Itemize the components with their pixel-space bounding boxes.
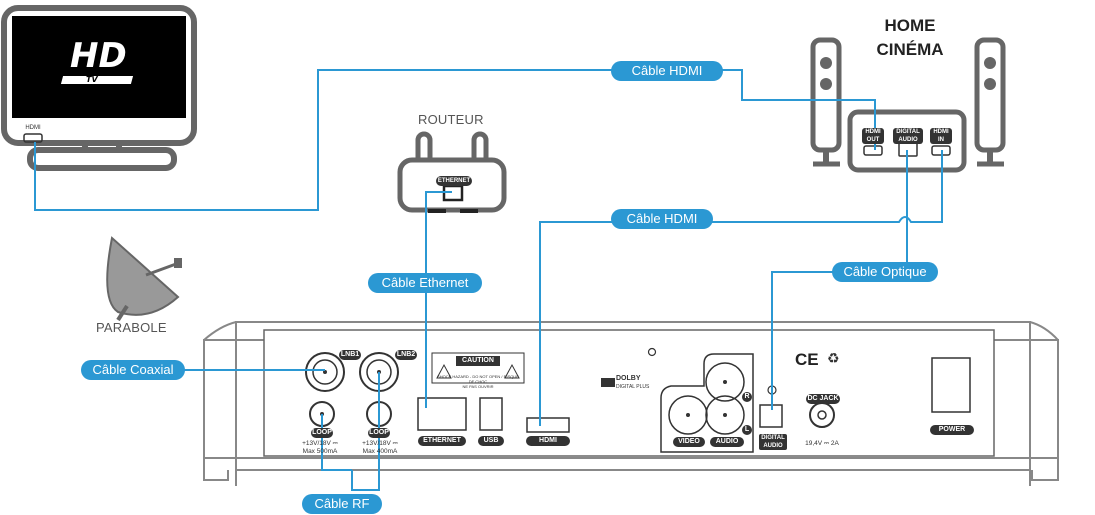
cable-label-optique: Câble Optique [832, 262, 938, 282]
hdmi-top-cable [34, 69, 876, 211]
loop1-label: LOOP [311, 428, 333, 438]
right-speaker [974, 37, 1006, 167]
ethernet-cable [425, 191, 452, 408]
lnb1-label: LNB1 [339, 350, 361, 360]
usb-port-label: USB [478, 436, 504, 446]
hd-logo-sub: TV [86, 75, 98, 84]
receiver-connectors [305, 347, 971, 453]
tv-hdmi-port-label: HDMI [25, 125, 41, 131]
video-label: VIDEO [673, 437, 705, 447]
audio-l-label: L [742, 425, 752, 435]
dish-illustration [106, 236, 182, 322]
ethernet-port-label: ETHERNET [418, 436, 466, 446]
cable-label-ethernet: Câble Ethernet [368, 273, 482, 293]
dc-spec: 19,4V ⎓ 2A [805, 440, 839, 447]
home-cinema-title: HOME CINÉMA [860, 14, 960, 62]
caution-text: SHOCK HAZARD - DO NOT OPEN / RISQUE DE C… [437, 374, 519, 389]
router-ethernet-port-label: ETHERNET [436, 176, 472, 186]
cable-label-hdmi-top: Câble HDMI [611, 61, 723, 81]
loop1-spec: +13V/18V ⎓Max 500mA [302, 440, 338, 455]
loop2-label: LOOP [368, 428, 390, 438]
lnb2-label: LNB2 [395, 350, 417, 360]
tv-illustration [1, 5, 197, 171]
dc-jack-label: DC JACK [806, 394, 840, 404]
dish-label: PARABOLE [96, 320, 167, 335]
cable-label-hdmi-mid: Câble HDMI [611, 209, 713, 229]
home-cinema-title-line1: HOME [884, 16, 936, 35]
hdmi-mid-cable [539, 150, 943, 426]
hd-logo: HD [70, 36, 127, 76]
router-illustration [397, 131, 507, 213]
power-label: POWER [930, 425, 974, 435]
ce-mark: CE [795, 350, 819, 369]
home-cinema-title-line2: CINÉMA [876, 40, 944, 59]
caution-label: CAUTION [456, 356, 500, 366]
receiver-outline [203, 321, 1059, 486]
router-label: ROUTEUR [418, 112, 484, 127]
weee-icon: ♻ [827, 350, 840, 366]
cable-label-coaxial: Câble Coaxial [81, 360, 185, 380]
audio-r-label: R [742, 392, 752, 402]
cable-label-rf: Câble RF [302, 494, 382, 514]
hdmi-port-label: HDMI [526, 436, 570, 446]
left-speaker [810, 37, 842, 167]
loop2-spec: +13V/18V ⎓Max 400mA [362, 440, 398, 455]
audio-label: AUDIO [710, 437, 744, 447]
